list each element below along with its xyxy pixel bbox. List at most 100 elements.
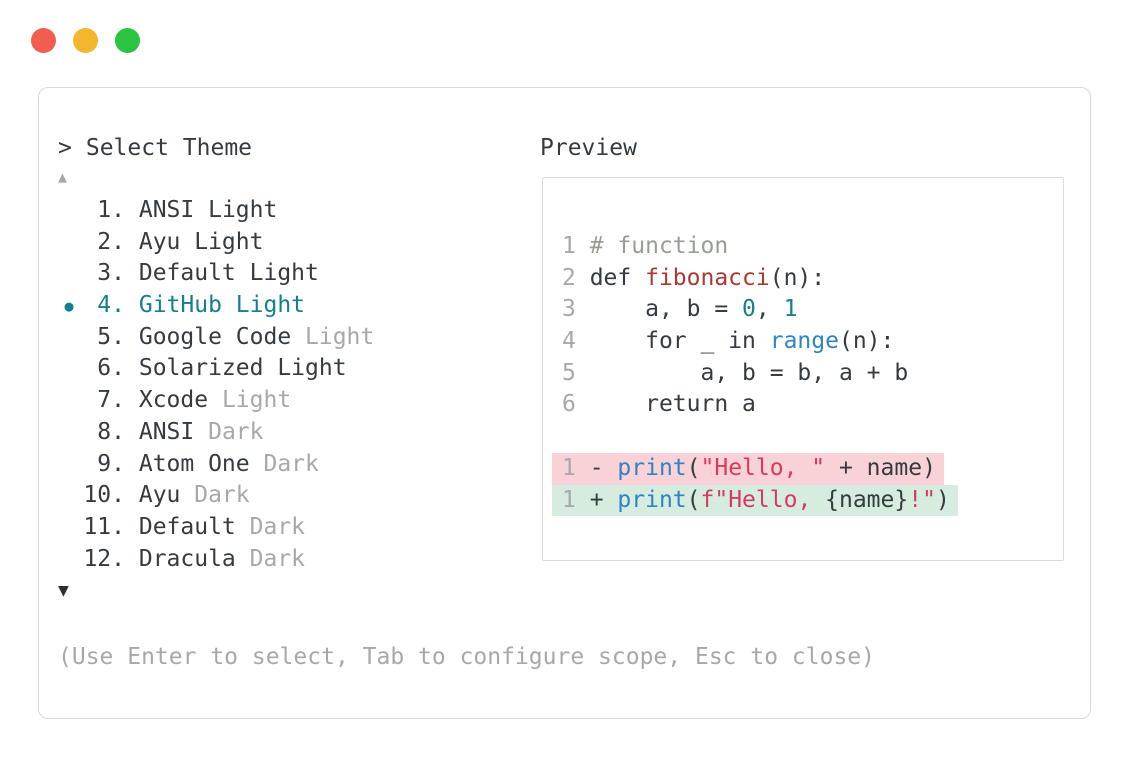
theme-item-default-light[interactable]: 3. Default Light [55,258,374,290]
theme-item-number: 6. [97,355,125,382]
theme-item-xcode-light[interactable]: 7. Xcode Light [55,385,374,417]
code-token-builtin: range [769,328,839,355]
theme-item-number: 10. [83,482,125,509]
line-number: 1 [562,233,590,259]
code-token-string: !" [908,486,936,513]
theme-item-name: Default [125,260,236,287]
code-token-comment: # function [589,233,729,259]
theme-item-ansi-light[interactable]: 1. ANSI Light [55,195,374,227]
theme-item-variant: Light [221,292,306,319]
theme-item-variant: Light [235,260,319,287]
code-line: 3 a, b = 0, 1 [562,294,958,326]
theme-item-variant: Light [180,228,264,255]
code-line-content: 2 def fibonacci(n): [562,263,825,295]
code-line: 2 def fibonacci(n): [562,263,958,295]
selected-bullet-icon: ● [64,297,74,316]
theme-item-number: 2. [97,228,125,255]
theme-item-name: Xcode [125,387,209,414]
line-number: 6 [562,391,590,418]
theme-item-number: 3. [97,260,125,287]
theme-item-name: ANSI [125,418,195,445]
theme-item-number: 11. [83,513,125,540]
theme-item-variant: Dark [249,450,319,477]
theme-item-name: Atom One [125,450,250,477]
theme-item-number: 5. [97,323,125,350]
code-token-text: (n): [769,264,826,291]
diff-line-added: 1 + print(f"Hello, {name}!") [552,484,958,517]
theme-item-google-code-light[interactable]: 5. Google Code Light [55,322,374,354]
scroll-down-icon[interactable]: ▼ [58,580,69,601]
line-number: 1 [562,454,590,481]
line-number: 5 [562,359,590,386]
code-token-text: {name} [825,486,909,513]
theme-item-number: 4. [97,292,125,319]
theme-item-name: Solarized [125,355,264,382]
code-line: 6 return a [562,389,958,421]
line-number: 3 [562,296,590,323]
maximize-button[interactable] [115,28,140,53]
keyboard-hints: (Use Enter to select, Tab to configure s… [58,644,875,670]
code-line-content: 1 - print("Hello, " + name) [552,452,944,485]
theme-item-number: 8. [97,418,125,445]
line-number: 1 [562,486,590,513]
code-line-content: 1 + print(f"Hello, {name}!") [552,484,958,517]
theme-item-ayu-dark[interactable]: 10. Ayu Dark [55,480,374,512]
code-token-text: ) [935,486,950,513]
scroll-up-icon[interactable]: ▲ [58,168,68,186]
code-token-text: + [589,486,618,513]
code-line-content: 4 for _ in range(n): [562,326,894,358]
minimize-button[interactable] [73,28,98,53]
code-line-content: 5 a, b = b, a + b [562,358,908,390]
code-line-content: 1 # function [562,231,728,263]
code-line-content: 3 a, b = 0, 1 [562,294,797,326]
code-token-text: ( [686,486,701,513]
theme-item-variant: Light [208,387,292,414]
page-title: Select Theme [85,135,253,161]
theme-item-number: 1. [97,197,125,223]
code-token-text: a, b = [589,296,743,323]
code-token-text: ( [686,454,701,481]
theme-item-ansi-dark[interactable]: 8. ANSI Dark [55,417,374,449]
theme-item-name: Dracula [125,545,236,572]
theme-item-variant: Light [194,197,278,223]
code-token-text: , [755,296,784,323]
theme-item-ayu-light[interactable]: 2. Ayu Light [55,227,374,259]
theme-item-variant: Dark [194,418,264,445]
code-token-text: a, b = b, a + b [589,359,909,386]
theme-item-atom-one-dark[interactable]: 9. Atom One Dark [55,449,374,481]
theme-item-number: 7. [97,387,125,414]
theme-item-default-dark[interactable]: 11. Default Dark [55,512,374,544]
code-line: 1 # function [562,231,958,263]
close-button[interactable] [31,28,56,53]
theme-item-variant: Dark [235,545,306,572]
theme-item-name: Ayu [125,228,181,255]
window-controls [31,28,140,53]
theme-item-name: ANSI [125,197,195,223]
theme-item-number: 9. [97,450,125,477]
theme-item-solarized-light[interactable]: 6. Solarized Light [55,353,374,385]
diff-line-removed: 1 - print("Hello, " + name) [552,452,958,485]
prompt-symbol: > [58,135,72,161]
theme-item-variant: Dark [235,513,306,540]
code-token-text: + name) [825,454,936,481]
theme-item-name: Google Code [125,323,292,350]
code-token-builtin: print [617,454,687,481]
prompt-line: > Select Theme [58,135,252,161]
theme-item-name: GitHub [125,292,222,319]
theme-item-name: Default [125,513,236,540]
code-line-content: 6 return a [562,389,756,421]
theme-item-number: 12. [83,545,125,572]
theme-item-dracula-dark[interactable]: 12. Dracula Dark [55,544,374,576]
code-token-function: fibonacci [645,264,770,291]
code-token-string: f"Hello, [700,486,826,513]
code-line [562,421,958,453]
code-token-string: "Hello, " [700,454,826,481]
code-token-text: (n): [838,328,895,355]
theme-item-variant: Light [291,323,375,350]
code-line: 5 a, b = b, a + b [562,358,958,390]
theme-item-github-light[interactable]: ● 4. GitHub Light [55,290,374,322]
code-token-number: 1 [783,296,798,323]
